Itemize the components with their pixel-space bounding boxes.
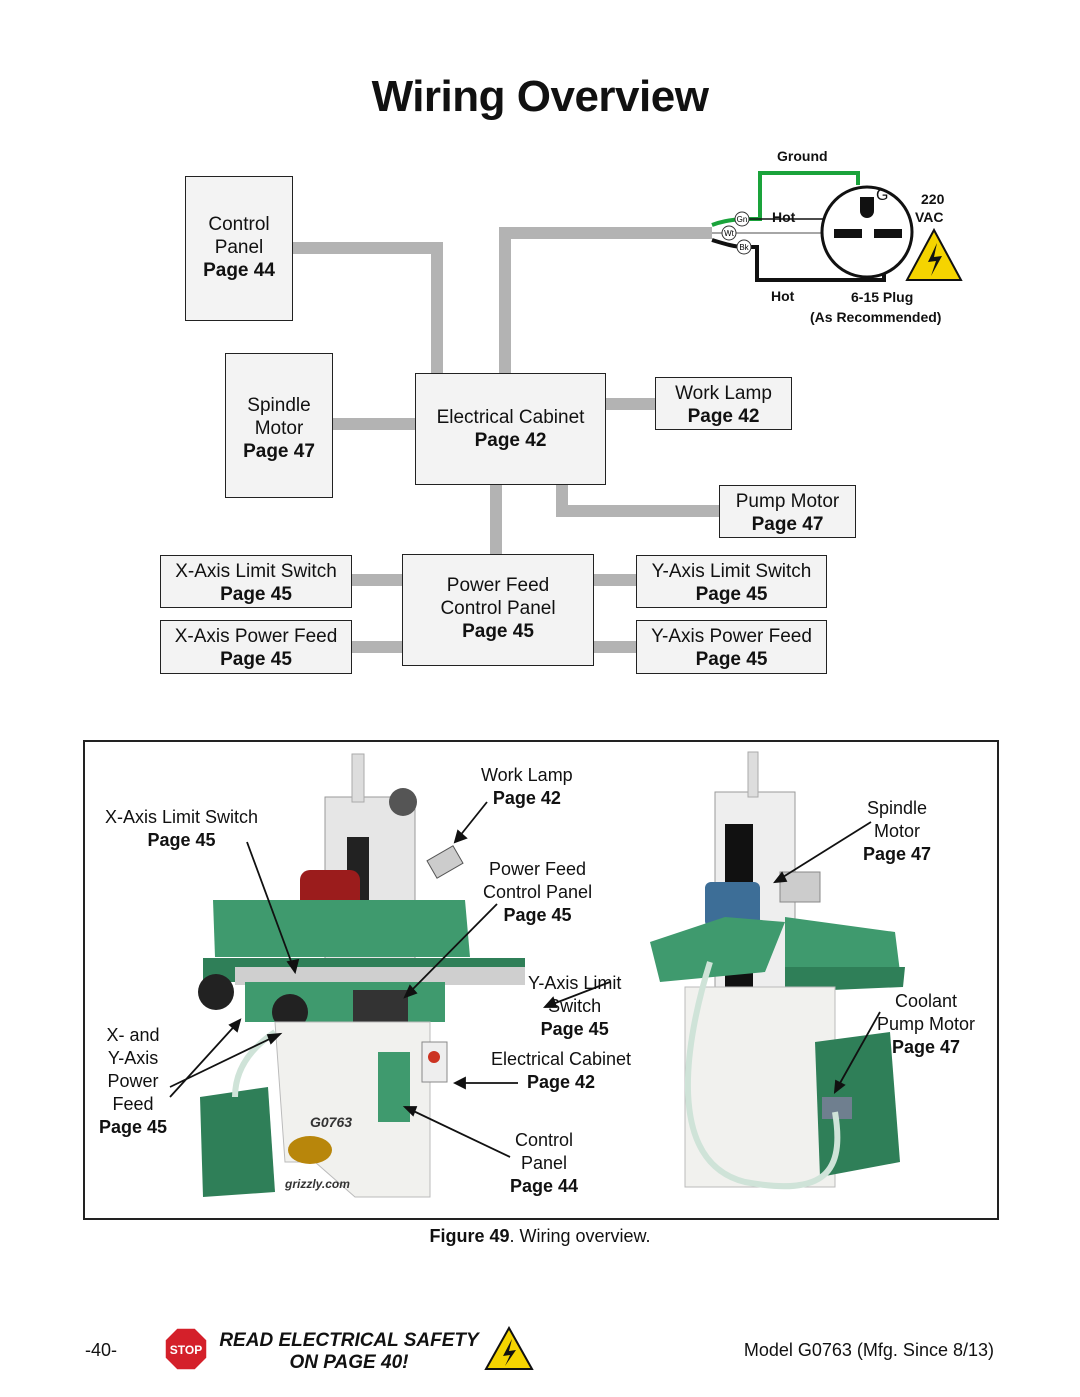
photo-label-control-panel: Control Panel Page 44 <box>510 1130 579 1196</box>
work-lamp-box: Work Lamp Page 42 <box>655 377 792 430</box>
wire-tag-gn: Gn <box>737 215 748 224</box>
safety-notice: READ ELECTRICAL SAFETY ON PAGE 40! <box>219 1330 479 1373</box>
box-page-ref: Page 45 <box>220 649 292 670</box>
box-page-ref: Page 42 <box>474 430 547 451</box>
box-label: X-Axis Power Feed <box>174 626 338 647</box>
box-page-ref: Page 45 <box>695 584 768 605</box>
box-page-ref: Page 47 <box>751 514 824 535</box>
x-power-feed-box: X-Axis Power Feed Page 45 <box>160 620 352 674</box>
conduit-pump <box>556 484 720 517</box>
box-page-ref: Page 45 <box>462 621 534 642</box>
x-limit-switch-box: X-Axis Limit Switch Page 45 <box>160 555 352 608</box>
footer-warning-icon <box>484 1326 534 1370</box>
box-label: Panel <box>214 237 264 258</box>
hot-label-bottom: Hot <box>771 288 795 304</box>
machine-illustration: G0763 grizzly.com <box>169 751 905 1198</box>
stop-sign-icon: STOP <box>164 1327 208 1371</box>
box-label: X-Axis Limit Switch <box>175 561 337 582</box>
box-label: Control Panel <box>440 598 556 619</box>
ground-pin-label: G <box>876 187 889 204</box>
photo-label-coolant: Coolant Pump Motor Page 47 <box>877 991 976 1057</box>
box-label: Power Feed <box>446 575 550 596</box>
photo-label-cabinet: Electrical Cabinet Page 42 <box>491 1049 632 1092</box>
electrical-cabinet-box: Electrical Cabinet Page 42 <box>415 373 606 485</box>
photo-label-x-limit: X-Axis Limit Switch Page 45 <box>105 807 259 850</box>
machine-brand-label: grizzly.com <box>284 1177 350 1191</box>
photo-label-xy-feed: X- and Y-Axis Power Feed Page 45 <box>99 1025 168 1137</box>
stop-sign-text: STOP <box>170 1343 202 1357</box>
box-label: Y-Axis Power Feed <box>651 626 812 647</box>
box-page-ref: Page 47 <box>243 441 315 462</box>
wire-tag-wt: Wt <box>724 229 735 238</box>
box-label: Electrical Cabinet <box>436 407 585 428</box>
box-page-ref: Page 44 <box>203 260 275 281</box>
machine-photo-figure: G0763 grizzly.com <box>83 740 999 1220</box>
vac-label: VAC <box>915 209 944 225</box>
plug-6-15-icon <box>820 185 914 279</box>
control-panel-box: Control Panel Page 44 <box>185 176 293 321</box>
caption-figure-number: Figure 49 <box>429 1226 510 1246</box>
left-machine-image: G0763 grizzly.com <box>198 753 525 1198</box>
electrical-warning-icon <box>905 227 963 281</box>
figure-caption: Figure 49. Wiring overview. <box>0 1226 1080 1247</box>
conduit-control-panel <box>293 242 443 374</box>
conduit-power-cord <box>499 227 712 374</box>
right-machine-image <box>650 751 905 1190</box>
photo-label-work-lamp: Work Lamp Page 42 <box>481 765 573 808</box>
box-page-ref: Page 42 <box>687 406 760 427</box>
y-power-feed-box: Y-Axis Power Feed Page 45 <box>636 620 827 674</box>
wire-tag-bk: Bk <box>739 243 749 252</box>
pump-motor-box: Pump Motor Page 47 <box>719 485 856 538</box>
spindle-motor-box: Spindle Motor Page 47 <box>225 353 333 498</box>
ground-wire <box>711 171 860 227</box>
box-label: Work Lamp <box>675 383 772 404</box>
box-page-ref: Page 45 <box>220 584 292 605</box>
model-info: Model G0763 (Mfg. Since 8/13) <box>743 1340 994 1360</box>
page-title: Wiring Overview <box>371 72 709 121</box>
machine-model-label: G0763 <box>310 1114 352 1130</box>
photo-label-y-limit: Y-Axis Limit Switch Page 45 <box>528 973 622 1039</box>
box-label: Motor <box>254 418 304 439</box>
voltage-label: 220 <box>921 191 945 207</box>
box-label: Spindle <box>247 395 311 416</box>
photo-label-power-feed: Power Feed Control Panel Page 45 <box>483 859 593 925</box>
box-page-ref: Page 45 <box>695 649 768 670</box>
box-label: Y-Axis Limit Switch <box>651 561 812 582</box>
hot-label-top: Hot <box>772 209 796 225</box>
photo-label-spindle: Spindle Motor Page 47 <box>863 798 932 864</box>
box-label: Pump Motor <box>735 491 840 512</box>
caption-text: . Wiring overview. <box>509 1226 651 1246</box>
wiring-connections: Gn Wt Bk <box>293 171 963 653</box>
box-label: Control <box>208 214 270 235</box>
plug-name-label: 6-15 Plug <box>851 289 914 305</box>
plug-recommended-label: (As Recommended) <box>810 309 942 325</box>
page-number: -40- <box>85 1340 118 1360</box>
y-limit-switch-box: Y-Axis Limit Switch Page 45 <box>636 555 827 608</box>
ground-label: Ground <box>777 148 828 164</box>
power-feed-control-panel-box: Power Feed Control Panel Page 45 <box>402 554 594 666</box>
